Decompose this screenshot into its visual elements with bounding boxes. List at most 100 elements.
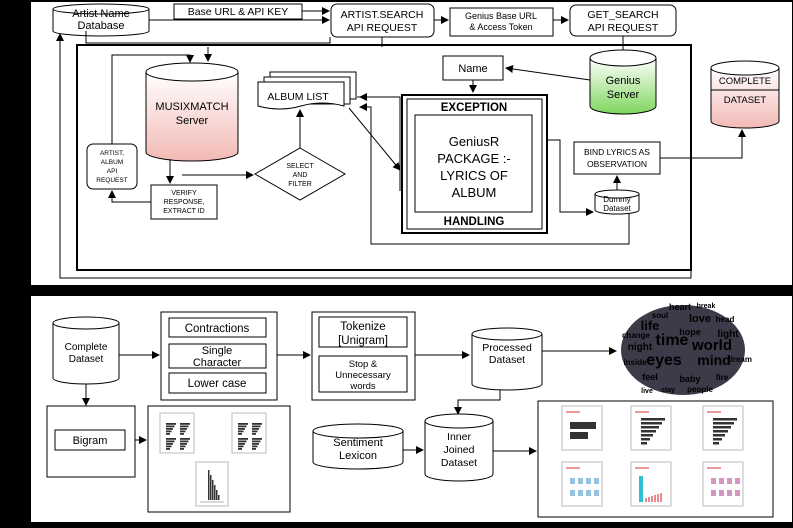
single-line2: Character (193, 357, 242, 369)
dummy-line1: Dummy (603, 195, 631, 204)
complete-dataset-bottom: Complete Dataset (52, 316, 120, 385)
bigram-thumb-bar (166, 438, 176, 440)
bigram-thumb-bar (166, 430, 172, 433)
request-line3: API (107, 168, 118, 175)
sentiment-thumb-bar (641, 426, 659, 429)
bind-line2: OBSERVATION (587, 159, 647, 169)
sentiment-thumb-bar (641, 422, 662, 425)
name-box: Name (442, 55, 504, 81)
bigram-thumb-bar (238, 448, 242, 450)
album-list: ALBUM LIST (257, 71, 357, 110)
sentiment-thumb-bar (660, 493, 662, 502)
sentiment-thumb-bar (641, 438, 650, 441)
bigram-thumb-bar (180, 423, 190, 425)
wordcloud-word: soul (652, 311, 668, 320)
joined-line3: Dataset (441, 457, 477, 469)
bigram-thumb-bar (180, 428, 187, 430)
sentiment-thumb-bar (713, 430, 728, 433)
wordcloud-word: mind (697, 352, 730, 368)
inner-joined-dataset: Inner Joined Dataset (424, 413, 494, 482)
bigram-thumb-bar (252, 445, 258, 448)
sentiment-thumb-bar (711, 478, 716, 484)
bigram-label: Bigram (73, 435, 108, 447)
genius-server: Genius Server (589, 49, 657, 115)
arrow-verify-to-request (108, 190, 151, 203)
genius-token-line2: & Access Token (469, 22, 532, 32)
sentiment-thumb-bar (727, 490, 732, 496)
wordcloud-word: life (641, 318, 660, 333)
base-url-label: Base URL & API KEY (188, 6, 289, 18)
sentiment-thumb-bar (641, 434, 653, 437)
sentiment-thumb-bar (713, 442, 719, 445)
sentiment-thumb-bar (639, 476, 643, 502)
bigram-thumb-bar (238, 428, 245, 430)
wordcloud-word: dream (728, 355, 752, 364)
bigram-plot-thumbnails (159, 412, 267, 507)
bigram-thumb-bar (166, 448, 170, 450)
artist-album-request-box: ARTIST, ALBUM API REQUEST (86, 143, 138, 190)
bigram-thumb-bar (252, 443, 259, 445)
bigram-thumb-bar (238, 423, 248, 425)
line-db-down (85, 31, 331, 44)
tokenize-box: Tokenize [Unigram] (318, 316, 408, 348)
lower-case-box: Lower case (168, 372, 267, 394)
sentiment-thumb-bar (570, 490, 575, 496)
bigram-thumb-bar (180, 438, 190, 440)
sentiment-thumb-bar (735, 478, 740, 484)
tokenize-line1: Tokenize (340, 321, 385, 333)
bigram-thumb-bar (166, 423, 176, 425)
artist-db-line1: Artist Name (72, 8, 129, 20)
wordcloud-word: stay (661, 387, 675, 394)
musixmatch-line2: Server (176, 115, 209, 127)
complete-b-line1: Complete (65, 342, 108, 353)
lower-case-label: Lower case (188, 378, 247, 390)
request-line1: ARTIST, (100, 150, 124, 157)
bind-line1: BIND LYRICS AS (584, 147, 650, 157)
complete-b-line2: Dataset (69, 354, 104, 365)
request-line4: REQUEST (96, 177, 127, 184)
verify-box: VERIFY RESPONSE, EXTRACT ID (150, 184, 218, 220)
genius-token-line1: Genius Base URL (465, 11, 537, 21)
complete-line2: DATASET (724, 95, 767, 106)
wordcloud-word: inside (623, 358, 647, 367)
request-line2: ALBUM (101, 159, 123, 166)
bigram-thumb-bar (216, 490, 218, 500)
complete-line1: COMPLETE (719, 76, 771, 87)
geniusr-line3: LYRICS OF (440, 168, 508, 183)
bigram-thumb-bar (238, 443, 245, 445)
bigram-thumb-bar (238, 440, 247, 443)
joined-line1: Inner (447, 431, 471, 443)
arrow-genius-to-name (505, 65, 591, 81)
tokenize-line2: [Unigram] (338, 335, 388, 347)
bigram-thumb-bar (252, 430, 258, 433)
processed-line2: Dataset (489, 354, 525, 366)
album-list-label: ALBUM LIST (267, 91, 329, 103)
name-label: Name (458, 63, 487, 75)
sentiment-thumb-bar (648, 497, 650, 502)
stop-words-box: Stop & Unnecessary words (318, 355, 408, 393)
bigram-thumb-bar (238, 425, 247, 428)
wordcloud-word: fire (716, 373, 729, 382)
sentiment-plot-thumbnails (561, 405, 744, 507)
sentiment-thumb-bar (570, 478, 575, 484)
wordcloud-word: heart (669, 302, 691, 312)
bigram-thumb-frame (231, 412, 267, 454)
bigram-thumb-bar (252, 448, 256, 450)
arrow-processed-to-joined (454, 390, 501, 415)
bigram-thumb-bar (252, 438, 262, 440)
sentiment-line2: Lexicon (339, 450, 377, 462)
bigram-thumb-bar (180, 425, 189, 428)
sentiment-thumb-bar (713, 438, 722, 441)
sentiment-thumb-bar (645, 498, 647, 502)
bigram-thumb-bar (166, 443, 173, 445)
sentiment-thumb-bar (719, 478, 724, 484)
bigram-thumb-bar (208, 470, 210, 500)
bigram-thumb-bar (166, 440, 175, 443)
bigram-thumb-bar (214, 485, 216, 500)
sentiment-lexicon: Sentiment Lexicon (312, 423, 404, 470)
sentiment-thumb-bar (641, 418, 665, 421)
sentiment-thumb-bar (641, 442, 647, 445)
select-filter-diamond: SELECT AND FILTER (254, 147, 346, 201)
